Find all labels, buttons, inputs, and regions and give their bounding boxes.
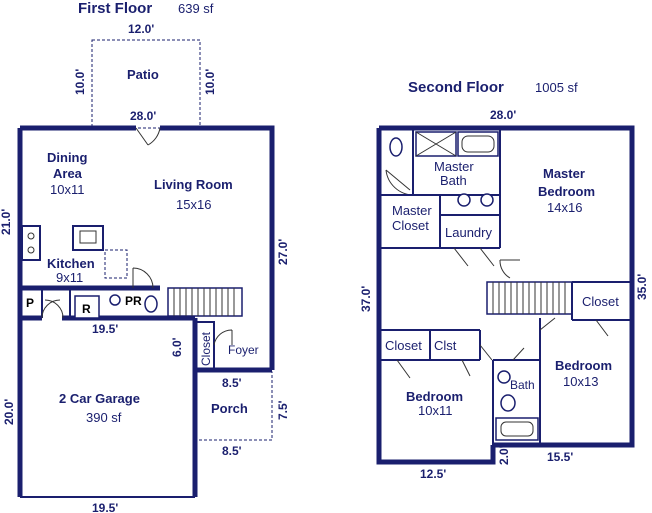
left-closet-label: Closet	[385, 338, 422, 353]
second-right-dim: 35.0'	[635, 274, 649, 300]
foyer-door	[213, 329, 233, 346]
bath-walls	[492, 318, 541, 445]
right-closet-walls	[571, 281, 632, 321]
pantry-walls	[41, 288, 71, 318]
pantry-label: P	[26, 296, 34, 310]
bath-tub-inner	[500, 421, 534, 437]
second-stair-treads	[492, 282, 566, 314]
living-room-size: 15x16	[176, 197, 211, 212]
master-bedroom-label-1: Master	[543, 166, 585, 181]
second-top-dim: 28.0'	[490, 108, 516, 122]
left-bedroom-door	[479, 344, 493, 361]
garage-height-dim: 20.0'	[2, 399, 16, 425]
master-closet-label-1: Master	[392, 203, 432, 218]
kitchen-label: Kitchen	[47, 256, 95, 271]
porch-top-dim: 8.5'	[222, 376, 242, 390]
right-bedroom-size: 10x13	[563, 374, 598, 389]
second-floor-title: Second Floor	[408, 79, 504, 96]
garage-walls	[17, 318, 198, 497]
stair-treads	[173, 288, 235, 316]
living-room-label: Living Room	[154, 177, 233, 192]
master-toilet	[389, 137, 403, 157]
bath-tub	[495, 417, 539, 441]
second-bottom-left-dim: 12.5'	[420, 467, 446, 481]
master-bedroom-label-2: Bedroom	[538, 184, 595, 199]
second-bottom-right-dim: 15.5'	[547, 450, 573, 464]
patio-door	[135, 127, 161, 146]
staircase	[167, 287, 243, 317]
second-notch-dim: 2.0'	[497, 445, 511, 465]
master-bedroom-door	[499, 259, 520, 279]
pantry-door	[41, 299, 64, 319]
fridge-label: R	[82, 302, 91, 316]
fridge-box	[74, 295, 100, 319]
second-left-dim: 37.0'	[359, 286, 373, 312]
left-bedroom-size: 10x11	[418, 403, 452, 418]
clst-label: Clst	[434, 338, 457, 353]
powder-sink	[109, 294, 121, 306]
master-bath-label-2: Bath	[440, 173, 467, 188]
stove-burner	[27, 232, 35, 240]
patio-right-dim: 10.0'	[203, 69, 217, 95]
right-closet-label: Closet	[582, 294, 619, 309]
foyer-label: Foyer	[228, 343, 259, 357]
left-closet-doors	[396, 359, 471, 379]
foyer-closet-walls	[195, 321, 215, 370]
shower-cross	[415, 131, 457, 157]
dining-label: Dining	[47, 150, 87, 165]
house-right-dim: 27.0'	[276, 239, 290, 265]
first-floor-title: First Floor	[78, 0, 152, 17]
stove	[21, 225, 41, 261]
kitchen-sink	[79, 230, 97, 244]
first-floor-area: 639 sf	[178, 1, 214, 16]
patio-left-dim: 10.0'	[73, 69, 87, 95]
bath-door	[512, 347, 525, 361]
patio-width-dim: 12.0'	[128, 22, 154, 36]
porch-label: Porch	[211, 401, 248, 416]
master-closet-walls	[379, 194, 500, 249]
dining-area-label: Area	[53, 166, 83, 181]
master-sink-1	[457, 193, 471, 207]
garage-area: 390 sf	[86, 410, 122, 425]
porch-height-dim: 7.5'	[276, 400, 290, 420]
laundry-doors	[453, 247, 495, 267]
garage-bottom-dim: 19.5'	[92, 501, 118, 513]
right-bedroom-label: Bedroom	[555, 358, 612, 373]
master-bath-door	[385, 169, 414, 196]
house-walls-top-right	[20, 125, 275, 373]
powder-room-label: PR	[125, 294, 142, 308]
powder-door	[132, 267, 154, 289]
master-bath-label-1: Master	[434, 159, 474, 174]
patio-outline	[91, 39, 201, 129]
patio-label: Patio	[127, 67, 159, 82]
foyer-height-dim: 6.0'	[170, 337, 184, 357]
dining-size: 10x11	[50, 182, 84, 197]
second-floor-area: 1005 sf	[535, 80, 578, 95]
left-bedroom-label: Bedroom	[406, 389, 463, 404]
powder-toilet	[144, 295, 158, 313]
right-bedroom-door	[539, 317, 556, 331]
second-outer-walls	[376, 125, 635, 465]
bath-sink	[497, 370, 511, 384]
foyer-closet-label: Closet	[199, 331, 213, 366]
master-bedroom-size: 14x16	[547, 200, 582, 215]
right-closet-door	[595, 319, 609, 337]
house-width-dim: 28.0'	[130, 109, 156, 123]
garage-top-dim: 19.5'	[92, 322, 118, 336]
master-sink-2	[480, 193, 494, 207]
garage-label: 2 Car Garage	[59, 391, 140, 406]
bath-toilet	[500, 394, 516, 412]
left-closets-walls	[379, 329, 481, 361]
bath-label: Bath	[510, 378, 535, 392]
tub-inner	[461, 135, 495, 153]
stove-burner	[27, 246, 35, 254]
master-closet-label-2: Closet	[392, 218, 429, 233]
laundry-label: Laundry	[445, 225, 492, 240]
house-left-dim: 21.0'	[0, 209, 13, 235]
porch-bottom-dim: 8.5'	[222, 444, 242, 458]
dishwasher	[104, 249, 128, 279]
kitchen-size: 9x11	[56, 270, 83, 285]
kitchen-sink-counter	[72, 225, 104, 251]
